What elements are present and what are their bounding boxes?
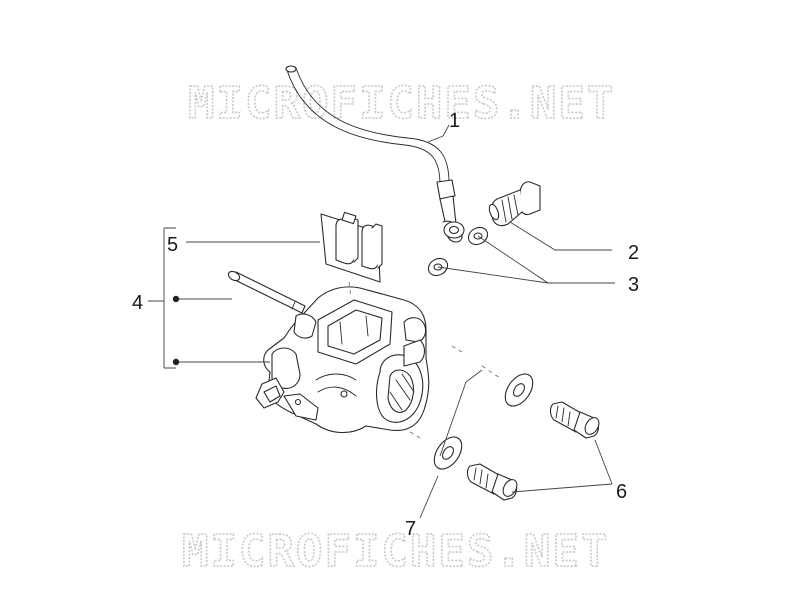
callout-7: 7 (405, 518, 416, 540)
mounting-washers (433, 373, 534, 470)
caliper-body (255, 286, 430, 434)
callout-4: 4 (132, 292, 143, 314)
callout-2: 2 (628, 242, 639, 264)
watermark-top: MICROFICHES.NET (188, 78, 615, 129)
mounting-bolts (466, 401, 600, 501)
watermark-bottom: MICROFICHES.NET (182, 526, 609, 577)
brake-pads (320, 211, 383, 283)
leader-lines (148, 124, 615, 519)
callout-3: 3 (628, 274, 639, 296)
bullet-caliper (172, 358, 180, 366)
pad-pin (227, 270, 306, 314)
brake-hose (285, 65, 465, 243)
callout-5: 5 (167, 234, 178, 256)
banjo-bolt (488, 181, 541, 227)
alignment-lines (348, 281, 501, 439)
callout-1: 1 (449, 110, 460, 132)
bullet-pin (172, 295, 180, 303)
callout-6: 6 (616, 481, 627, 503)
